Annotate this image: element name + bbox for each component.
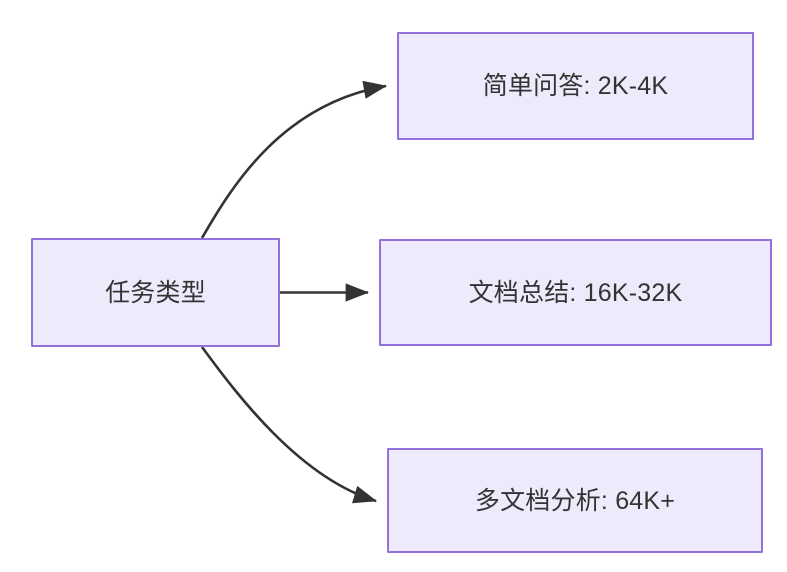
node-doc-summary-label: 文档总结: 16K-32K [468,278,683,307]
node-task-type-label: 任务类型 [105,278,206,307]
node-simple-qa[interactable]: 简单问答: 2K-4K [397,32,754,140]
node-multi-doc-label: 多文档分析: 64K+ [474,486,676,515]
node-task-type[interactable]: 任务类型 [31,238,280,347]
edge-root-to-simple-qa [200,80,388,239]
node-doc-summary[interactable]: 文档总结: 16K-32K [379,239,772,346]
edge-root-to-multi-doc [200,346,377,504]
node-multi-doc[interactable]: 多文档分析: 64K+ [387,448,763,553]
node-simple-qa-label: 简单问答: 2K-4K [482,72,669,100]
